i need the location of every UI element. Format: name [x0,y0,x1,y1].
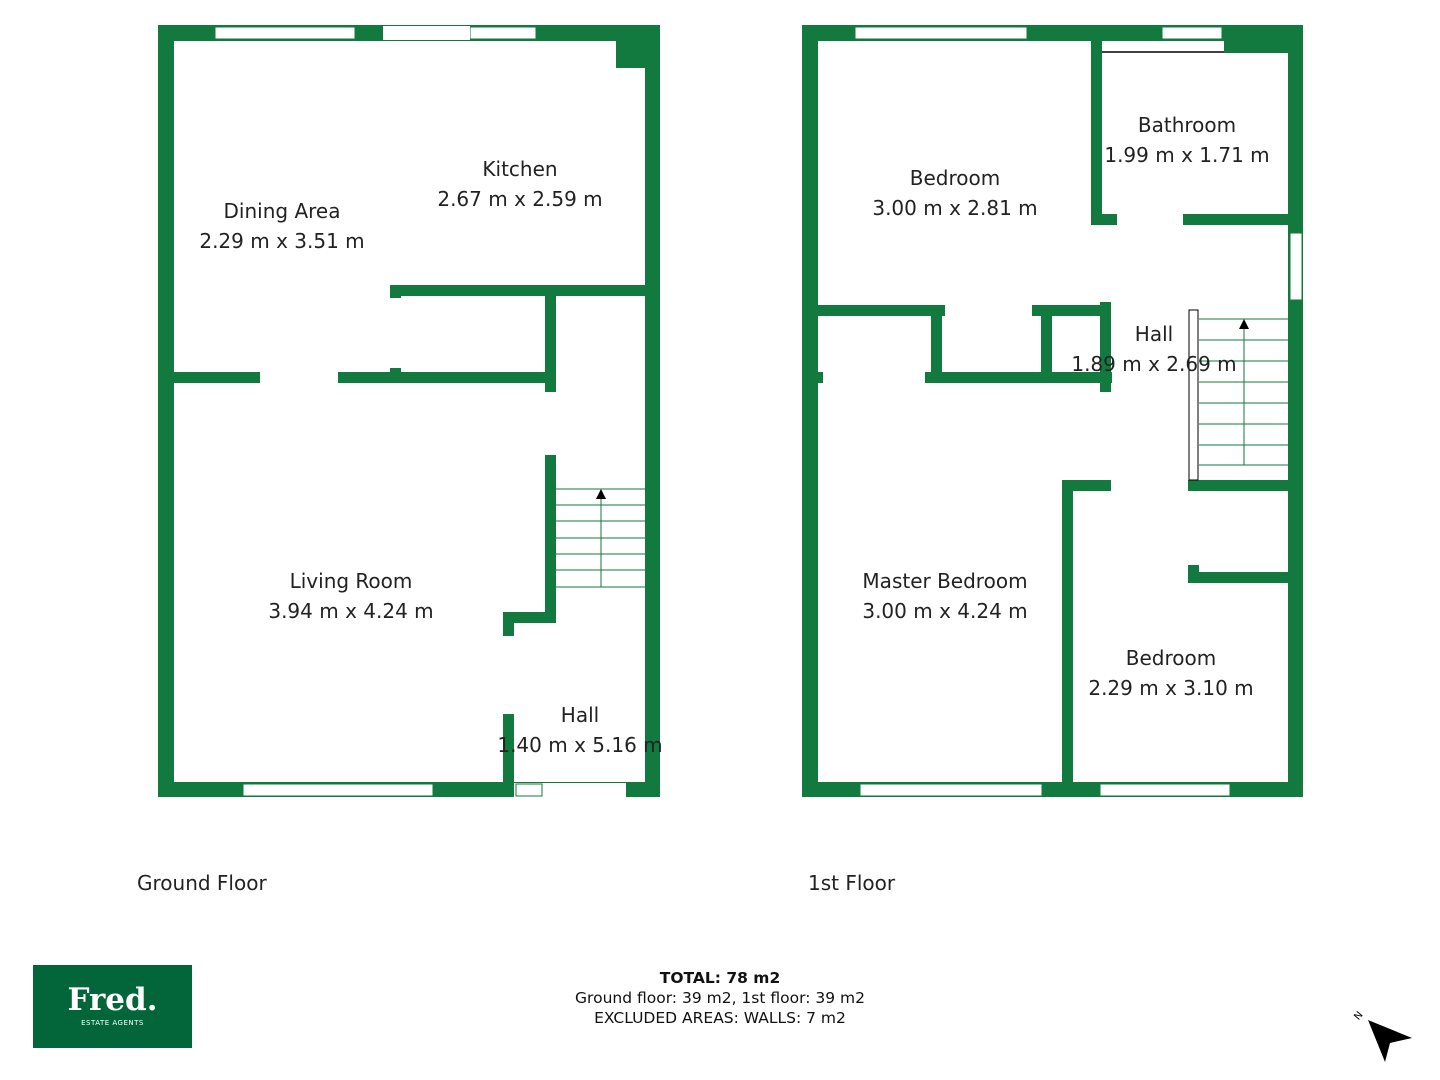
logo-name: Fred. [67,982,158,1018]
room-size: 3.00 m x 4.24 m [862,599,1028,623]
total-area: TOTAL: 78 m2 [659,969,781,987]
room-name: Bedroom [909,166,1001,190]
floor-areas: Ground floor: 39 m2, 1st floor: 39 m2 [575,989,865,1007]
north-label: N [1352,1010,1365,1023]
excluded-areas: EXCLUDED AREAS: WALLS: 7 m2 [594,1009,846,1027]
room-bedroom-1: Bedroom 3.00 m x 2.81 m [872,163,1037,223]
room-hall-ground: Hall 1.40 m x 5.16 m [497,700,662,760]
fred-logo: Fred. ESTATE AGENTS [33,965,192,1048]
area-totals: TOTAL: 78 m2 Ground floor: 39 m2, 1st fl… [575,968,865,1028]
room-name: Bedroom [1125,646,1217,670]
first-floor-walls [802,25,1303,797]
room-name: Bathroom [1137,113,1237,137]
room-name: Master Bedroom [862,569,1028,593]
room-size: 3.00 m x 2.81 m [872,196,1038,220]
room-name: Hall [1134,322,1174,346]
room-size: 2.29 m x 3.10 m [1088,676,1254,700]
room-size: 1.89 m x 2.69 m [1071,352,1237,376]
room-name: Hall [560,703,600,727]
room-size: 1.40 m x 5.16 m [497,733,663,757]
logo-subtitle: ESTATE AGENTS [81,1019,144,1027]
room-kitchen: Kitchen 2.67 m x 2.59 m [437,154,602,214]
room-size: 3.94 m x 4.24 m [268,599,434,623]
north-arrow-icon: N [1350,1005,1420,1069]
room-master-bedroom: Master Bedroom 3.00 m x 4.24 m [862,566,1027,626]
ground-floor-walls [158,25,660,797]
stairs [556,488,645,588]
room-bathroom: Bathroom 1.99 m x 1.71 m [1104,110,1269,170]
room-hall-first: Hall 1.89 m x 2.69 m [1071,319,1236,379]
ground-floor-label: Ground Floor [137,871,267,895]
room-size: 2.67 m x 2.59 m [437,187,603,211]
room-size: 2.29 m x 3.51 m [199,229,365,253]
room-name: Dining Area [223,199,341,223]
first-floor-label: 1st Floor [808,871,896,895]
room-name: Kitchen [482,157,558,181]
room-dining-area: Dining Area 2.29 m x 3.51 m [199,196,364,256]
room-bedroom-2: Bedroom 2.29 m x 3.10 m [1088,643,1253,703]
room-size: 1.99 m x 1.71 m [1104,143,1270,167]
room-name: Living Room [289,569,413,593]
room-living-room: Living Room 3.94 m x 4.24 m [268,566,433,626]
